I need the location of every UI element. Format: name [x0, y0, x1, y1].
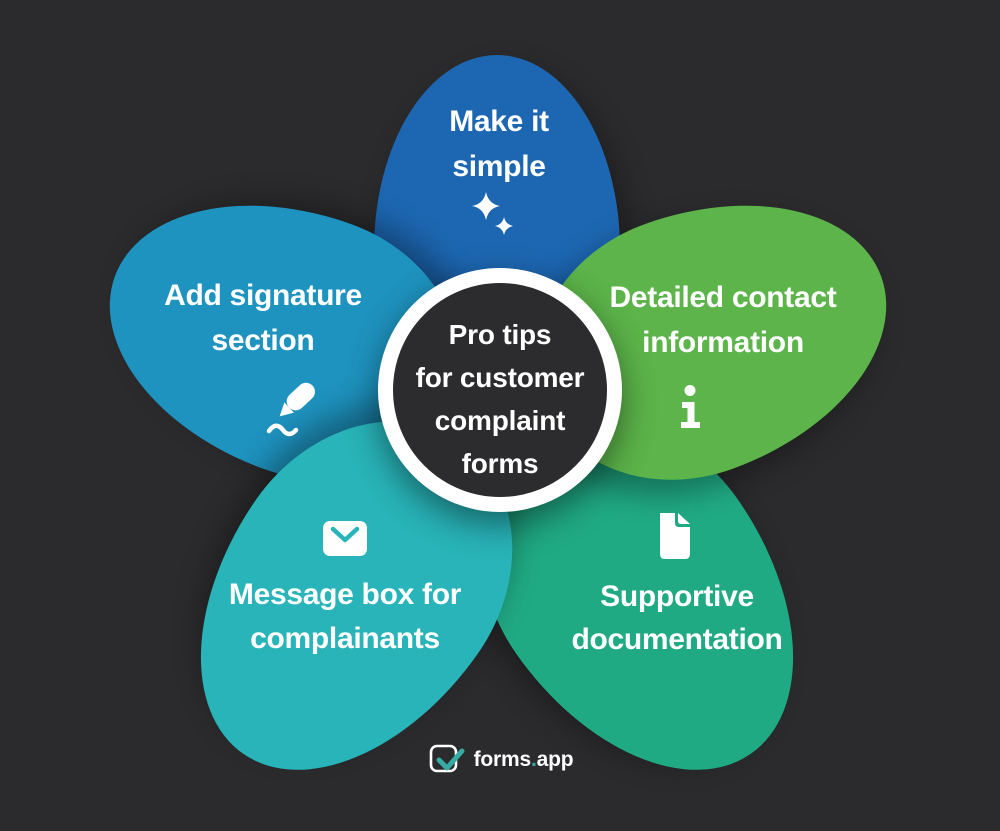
label-line: Message box for	[228, 578, 462, 611]
label-supportive-doc: Supportive documentation	[517, 575, 837, 661]
center-title-line: complaint	[434, 405, 566, 436]
sparkles-icon	[472, 192, 513, 235]
brand-suffix: app	[536, 748, 574, 771]
footer-brand: forms.app	[0, 736, 1000, 784]
envelope-icon	[323, 521, 367, 556]
info-icon	[681, 385, 700, 428]
label-line: Make it	[449, 105, 549, 138]
label-line: complainants	[250, 622, 440, 655]
brand-name: forms	[473, 748, 532, 771]
forms-app-logo-icon	[429, 744, 465, 773]
center-title-line: Pro tips	[448, 319, 552, 350]
label-message-box: Message box for complainants	[185, 573, 505, 661]
document-icon	[660, 513, 690, 559]
label-line: Add signature	[164, 279, 362, 312]
label-line: Detailed contact	[609, 281, 837, 314]
label-line: section	[211, 324, 315, 357]
label-detailed-contact: Detailed contact information	[573, 275, 873, 365]
brand-dot: .	[530, 748, 537, 771]
label-line: simple	[452, 150, 546, 183]
signature-pen-icon	[266, 382, 315, 437]
center-title-line: for customer	[415, 362, 585, 393]
center-title: Pro tips for customer complaint forms	[378, 313, 622, 485]
label-line: information	[642, 326, 804, 359]
label-make-it-simple: Make it simple	[369, 99, 629, 189]
center-title-line: forms	[461, 448, 539, 479]
label-add-signature: Add signature section	[123, 273, 403, 363]
label-line: documentation	[571, 623, 783, 656]
label-line: Supportive	[600, 580, 754, 613]
footer-brand-text: forms.app	[474, 748, 574, 772]
